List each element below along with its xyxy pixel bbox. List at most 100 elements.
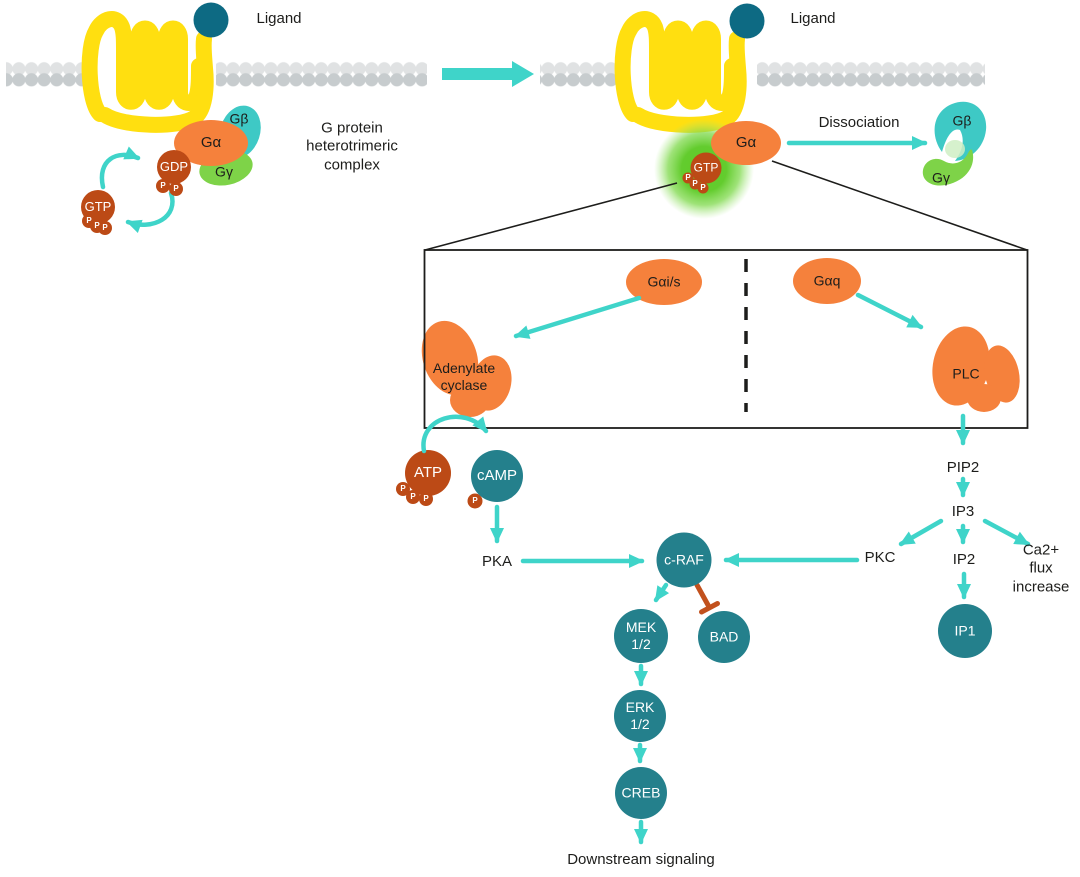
orange-proteins <box>174 120 1020 417</box>
downstream-signaling-label: Downstream signaling <box>567 850 715 868</box>
gtp-circle-right <box>690 152 722 184</box>
gaq-to-plc-arrow <box>855 292 924 330</box>
gdp-circle <box>157 150 191 184</box>
plc-blob <box>932 326 1020 412</box>
effector-box <box>423 249 1029 429</box>
g-beta-label-left: Gβ <box>229 110 249 127</box>
receptor-tail <box>630 31 747 133</box>
erk-node <box>614 690 666 742</box>
g-gamma-crescent <box>922 149 974 186</box>
atp-to-camp-arrow <box>421 414 489 454</box>
atp-label: ATP <box>413 463 443 481</box>
ip3-to-pkc-arrow <box>898 518 944 547</box>
nucleotide-exchange-arrows <box>99 146 175 233</box>
phosphate-label: P <box>173 184 179 194</box>
phosphate-circle <box>156 179 170 193</box>
activation-arrow <box>442 61 534 87</box>
g-gamma-label-right: Gγ <box>932 169 950 186</box>
adenylate-cyclase-label: Adenylate cyclase <box>432 359 496 393</box>
dissociation-label: Dissociation <box>818 113 900 131</box>
membrane-segment <box>757 61 985 87</box>
ca-flux-label: Ca2+ flux increase <box>1012 541 1070 596</box>
gais-to-ac-arrow <box>513 295 642 339</box>
pkc-label: PKC <box>864 548 896 566</box>
pka-label: PKA <box>481 552 513 570</box>
gpcr-receptor-inactive <box>81 11 214 133</box>
ligand-balls <box>193 2 765 39</box>
phosphate-label: P <box>685 173 691 183</box>
phosphate-label: P <box>410 492 416 502</box>
bad-node <box>698 611 750 663</box>
plasma-membrane <box>6 61 985 87</box>
adenylate-cyclase-blob <box>421 320 512 417</box>
gaq-ellipse <box>793 258 861 304</box>
bad-label: BAD <box>709 628 739 645</box>
gai-s-label: Gαi/s <box>647 273 681 290</box>
phosphate-label: P <box>86 216 92 226</box>
ligand-ball-left <box>193 2 229 38</box>
phosphate-circle <box>467 493 483 509</box>
mek-node <box>614 609 668 663</box>
camp-label: cAMP <box>476 466 518 484</box>
heterotrimeric-complex-caption: G protein heterotrimeric complex <box>306 119 398 174</box>
membrane-segment <box>540 61 623 87</box>
ligand-ball-right <box>729 3 765 39</box>
gtp-to-gdp-arrow <box>99 146 141 190</box>
ligand-label-left: Ligand <box>256 9 302 27</box>
g-beta-label-right: Gβ <box>952 112 972 129</box>
g-alpha-label-left: Gα <box>200 133 222 151</box>
phosphate-circle <box>396 482 410 496</box>
zoom-funnel <box>424 160 1028 251</box>
g-alpha-left <box>174 120 248 166</box>
craf-node <box>656 532 712 588</box>
nucleotides <box>81 150 722 509</box>
receptor-serpentine <box>81 11 207 122</box>
erk-label: ERK 1/2 <box>625 698 655 732</box>
gdp-to-gtp-arrow <box>125 190 175 233</box>
teal-nodes <box>471 450 992 819</box>
phosphate-circle <box>98 221 112 235</box>
phosphate-circle <box>169 182 183 196</box>
ligand-label-right: Ligand <box>790 9 836 27</box>
creb-label: CREB <box>621 784 661 801</box>
gdp-label: GDP <box>159 159 189 175</box>
phosphate-label: P <box>692 179 698 189</box>
crescent-highlight <box>945 140 965 158</box>
receptor-serpentine <box>614 11 740 122</box>
gai-s-ellipse <box>626 259 702 305</box>
phosphate-label: P <box>472 496 478 506</box>
craf-label: c-RAF <box>664 551 704 568</box>
g-beta-crescent <box>934 101 987 161</box>
gaq-label: Gαq <box>813 272 841 289</box>
receptor-tail <box>97 31 214 133</box>
phosphate-label: P <box>102 223 108 233</box>
ip3-label: IP3 <box>951 502 975 520</box>
gtp-label-left: GTP <box>84 199 112 215</box>
g-alpha-label-right: Gα <box>735 133 757 151</box>
ip1-label: IP1 <box>954 622 976 639</box>
plc-label: PLC <box>952 365 980 382</box>
phosphate-label: P <box>423 494 429 504</box>
mek-label: MEK 1/2 <box>625 618 657 652</box>
phosphate-label: P <box>400 484 406 494</box>
phosphate-label: P <box>160 181 166 191</box>
phosphate-label: P <box>94 221 100 231</box>
ip3-to-caflux-arrow <box>982 518 1031 547</box>
pip2-label: PIP2 <box>946 458 980 476</box>
craf-inhibits-bad <box>694 582 720 615</box>
ip2-label: IP2 <box>952 550 976 568</box>
craf-to-mek-arrow <box>653 582 670 603</box>
ip1-node <box>938 604 992 658</box>
phosphate-circle <box>697 182 709 194</box>
g-alpha-right <box>711 121 781 165</box>
camp-node <box>471 450 523 502</box>
membrane-segment <box>6 61 86 87</box>
g-gamma-label-left: Gγ <box>215 163 233 180</box>
gpcr-receptor-active <box>614 11 747 133</box>
creb-node <box>615 767 667 819</box>
atp-circle <box>405 450 451 496</box>
membrane-segment <box>216 61 427 87</box>
phosphate-circle <box>406 490 420 504</box>
